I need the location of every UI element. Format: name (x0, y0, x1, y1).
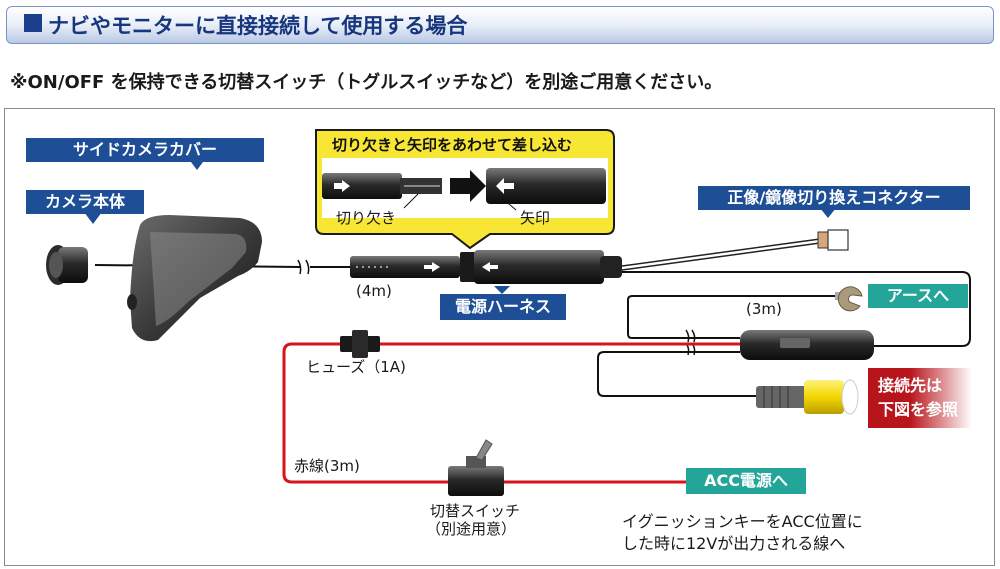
label-mirror-connector: 正像/鏡像切り換えコネクター (698, 186, 970, 210)
label-connection-ref-line1: 接続先は (878, 376, 943, 395)
label-to-acc: ACC電源へ (686, 468, 806, 494)
header-bar (6, 6, 994, 44)
mirror-connector-icon (817, 229, 849, 251)
callout-box (315, 129, 615, 250)
side-camera-cover-icon (127, 215, 262, 342)
rca-plug-icon (756, 379, 859, 415)
label-switch-line1: 切替スイッチ (430, 502, 521, 520)
label-cable-3m: (3m) (746, 300, 782, 318)
callout-notch-label: 切り欠き (336, 209, 397, 227)
callout-arrow-label: 矢印 (520, 209, 551, 227)
label-switch-line2: （別途用意） (426, 520, 517, 538)
fuse-icon (340, 330, 380, 358)
ground-terminal-icon (835, 286, 863, 312)
power-module-icon (740, 330, 874, 360)
acc-desc-line2: した時に12Vが出力される線へ (622, 534, 846, 553)
diagram-frame (4, 108, 995, 566)
label-to-ground: アースへ (868, 284, 968, 308)
note-text: ※ON/OFF を保持できる切替スイッチ（トグルスイッチなど）を別途ご用意くださ… (10, 72, 723, 93)
label-connection-ref: 接続先は 下図を参照 (868, 368, 972, 428)
label-side-camera-cover: サイドカメラカバー (26, 138, 264, 162)
label-cable-4m: (4m) (356, 282, 392, 300)
label-power-harness: 電源ハーネス (440, 294, 566, 320)
toggle-switch-icon (448, 439, 504, 496)
label-fuse: ヒューズ（1A) (306, 358, 406, 376)
label-camera-body: カメラ本体 (26, 190, 144, 214)
acc-desc-line1: イグニッションキーをACC位置に (622, 512, 863, 531)
page-title: ナビやモニターに直接接続して使用する場合 (48, 14, 468, 38)
camera-body-icon (46, 245, 88, 285)
label-connection-ref-line2: 下図を参照 (878, 400, 959, 419)
label-red-wire: 赤線(3m) (294, 457, 360, 475)
connector-socket-icon (460, 250, 622, 284)
header-square-icon (24, 14, 42, 32)
connector-plug-icon (350, 256, 460, 278)
callout-title: 切り欠きと矢印をあわせて差し込む (332, 136, 573, 154)
